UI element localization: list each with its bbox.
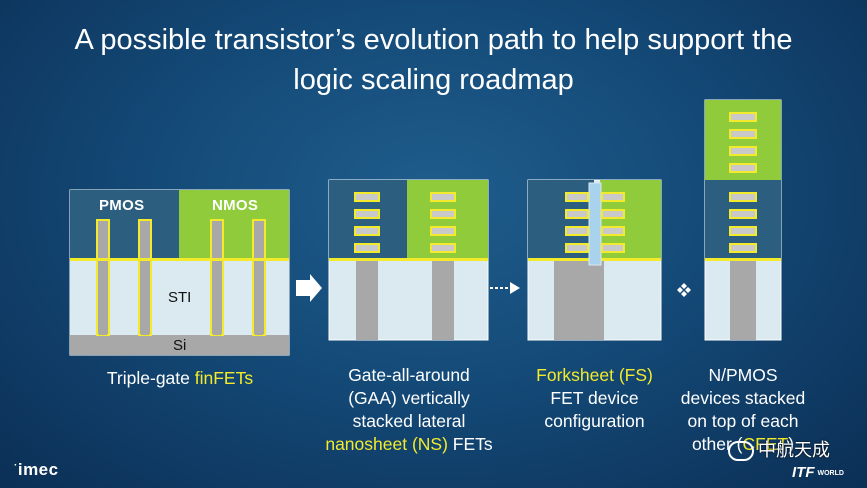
imec-logo: ·imec — [14, 460, 59, 479]
gaa-caption-highlight: nanosheet (NS) — [325, 434, 448, 454]
finfet-pmos-region — [70, 190, 179, 260]
pmos-label: PMOS — [99, 197, 145, 214]
slide-title: A possible transistor’s evolution path t… — [0, 20, 867, 100]
si-label: Si — [173, 337, 187, 354]
sti-label: STI — [168, 289, 192, 306]
cfet-caption-line-3: on top of each — [687, 411, 799, 431]
cfet-caption-end: ) — [788, 434, 795, 454]
fs-dielectric-wall — [588, 182, 602, 266]
cfet-nanosheets — [729, 112, 757, 253]
gaa-caption-line-4: FETs — [447, 434, 493, 454]
gaa-nanosheets — [354, 192, 456, 253]
cfet-device — [704, 99, 782, 341]
arrow-solid-icon — [296, 274, 322, 302]
nmos-label: NMOS — [212, 197, 259, 214]
cfet-caption-line-2: devices stacked — [680, 388, 806, 408]
forksheet-device — [527, 179, 662, 341]
finfet-caption: Triple-gate finFETs — [70, 367, 290, 390]
gaa-caption: Gate-all-around (GAA) vertically stacked… — [300, 364, 518, 456]
gaa-nanosheet-device — [328, 179, 489, 341]
gaa-caption-line-2: (GAA) vertically — [348, 388, 470, 408]
gaa-caption-line-3: stacked lateral — [352, 411, 466, 431]
itf-logo-text: ITF — [792, 464, 815, 481]
arrow-diamond-icon — [677, 283, 691, 297]
fs-nanosheets — [565, 192, 625, 253]
forksheet-caption: Forksheet (FS) FET device configuration — [518, 364, 671, 433]
finfet-caption-text: Triple-gate — [106, 368, 195, 388]
arrow-dotted-icon — [490, 282, 520, 294]
title-line-2: logic scaling roadmap — [293, 64, 574, 96]
finfet-device — [69, 189, 290, 356]
finfet-si-substrate — [70, 335, 289, 355]
fs-caption-line-2: FET device — [550, 388, 639, 408]
title-line-1: A possible transistor’s evolution path t… — [74, 24, 793, 56]
finfet-fins — [70, 219, 289, 336]
wechat-watermark: 中航天成 — [728, 436, 830, 462]
itf-logo-sub: WORLD — [817, 469, 844, 477]
gaa-caption-line-1: Gate-all-around — [348, 365, 470, 385]
cfet-caption-line-1: N/PMOS — [708, 365, 778, 385]
fs-caption-highlight: Forksheet (FS) — [536, 365, 653, 385]
finfet-caption-highlight: finFETs — [194, 368, 254, 388]
fs-caption-line-3: configuration — [544, 411, 645, 431]
watermark-text: 中航天成 — [758, 440, 830, 460]
finfet-nmos-region — [179, 190, 289, 260]
wechat-icon — [728, 441, 754, 462]
imec-logo-text: imec — [17, 460, 59, 479]
